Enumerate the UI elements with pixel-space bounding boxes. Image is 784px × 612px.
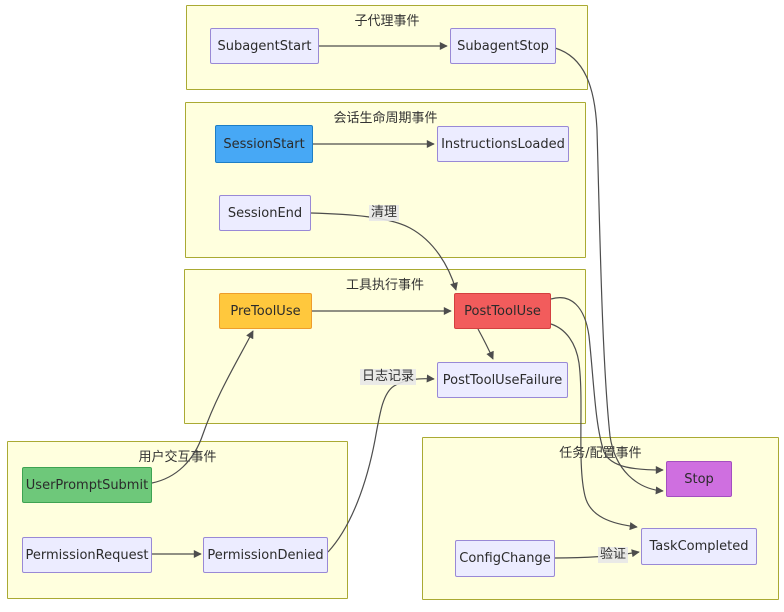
edge-label-validate: 验证: [598, 547, 629, 563]
node-configchange: ConfigChange: [455, 540, 555, 577]
node-pretooluse: PreToolUse: [219, 293, 312, 329]
edge-label-logging: 日志记录: [360, 369, 417, 385]
node-userpromptsubmit: UserPromptSubmit: [22, 467, 152, 503]
cluster-title: 工具执行事件: [345, 278, 424, 293]
cluster-title: 会话生命周期事件: [333, 111, 438, 126]
edge-posttooluse-taskcompleted: [550, 323, 638, 531]
node-subagentstop: SubagentStop: [450, 28, 556, 64]
node-posttooluse: PostToolUse: [454, 293, 551, 329]
edge-userpromptsubmit-pretooluse: [151, 330, 254, 484]
edge-posttooluse-stop: [550, 297, 664, 474]
node-taskcompleted: TaskCompleted: [641, 528, 757, 565]
node-permissionrequest: PermissionRequest: [22, 537, 152, 573]
node-stop: Stop: [666, 461, 732, 497]
node-sessionstart: SessionStart: [215, 125, 313, 163]
node-permissiondenied: PermissionDenied: [203, 537, 328, 573]
edge-label-cleanup: 清理: [369, 205, 400, 221]
edge-sessionend-posttooluse: [310, 212, 458, 291]
cluster-title: 任务/配置事件: [559, 446, 642, 461]
node-subagentstart: SubagentStart: [210, 28, 319, 64]
node-posttoolusefailure: PostToolUseFailure: [437, 362, 568, 398]
edge-subagentstop-stop: [554, 47, 664, 495]
edge-permissiondenied-posttoolusefailure: [327, 374, 435, 553]
edge-posttooluse-posttoolusefailure: [477, 328, 494, 360]
node-sessionend: SessionEnd: [219, 195, 311, 231]
cluster-title: 子代理事件: [354, 14, 420, 29]
node-instructionsloaded: InstructionsLoaded: [437, 126, 569, 162]
cluster-title: 用户交互事件: [138, 450, 217, 465]
